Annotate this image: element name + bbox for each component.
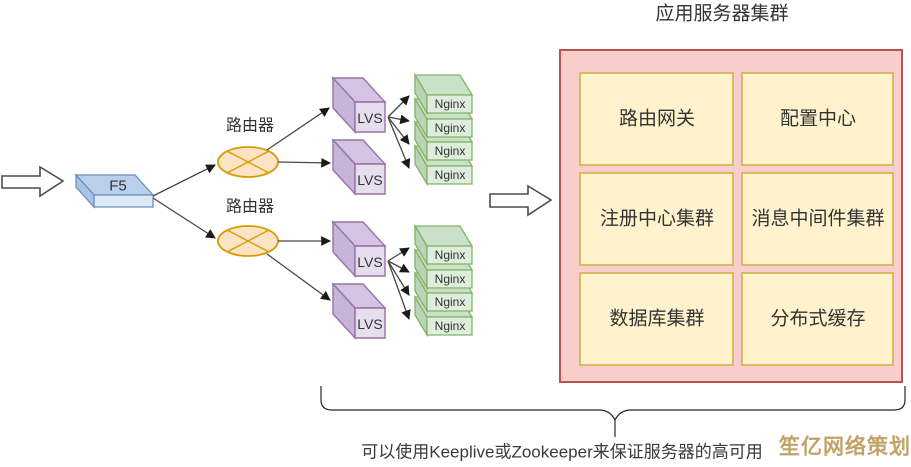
router1-cross: [226, 150, 270, 174]
nginx-label: Nginx: [435, 272, 466, 286]
nginx-label: Nginx: [435, 168, 466, 182]
cell-routing-gateway: [579, 72, 734, 166]
connector-f5-router1: [152, 164, 216, 197]
lvs-label: LVS: [357, 172, 382, 188]
connector-lvs1-nginx2: [387, 114, 410, 125]
nginx-label: Nginx: [435, 319, 466, 333]
connector-lvs3-nginx8: [387, 260, 411, 320]
cell-label-db-cluster: 数据库集群: [609, 308, 704, 330]
connector-f5-router2: [152, 197, 216, 239]
router2-label: 路由器: [226, 198, 274, 216]
connector-router2-lvs4: [266, 253, 331, 301]
app-cluster-title: 应用服务器集群: [655, 3, 788, 25]
connector-router1-lvs2: [277, 157, 331, 168]
cluster-flow-arrow: [489, 184, 553, 217]
connector-lvs3-nginx7: [387, 260, 410, 296]
inbound-flow-arrow: [1, 165, 65, 198]
f5-load-balancer-node: F5: [74, 173, 155, 209]
cell-distributed-cache: [741, 272, 894, 366]
cell-label-registry-cluster: 注册中心集群: [600, 208, 714, 230]
connector-lvs3-nginx6: [387, 260, 410, 273]
nginx-label: Nginx: [435, 144, 466, 158]
connector-lvs1-nginx4: [387, 116, 411, 169]
connector-router1-lvs1: [266, 107, 330, 151]
cell-label-mq-cluster: 消息中间件集群: [751, 208, 884, 230]
cell-label-routing-gateway: 路由网关: [619, 108, 695, 130]
watermark: 笙亿网络策划: [778, 435, 911, 459]
cell-registry-cluster: [579, 172, 734, 266]
nginx-label: Nginx: [435, 295, 466, 309]
router2-cross: [226, 229, 270, 253]
cell-label-distributed-cache: 分布式缓存: [770, 308, 865, 330]
f5-front-face: [93, 194, 154, 208]
connector-lvs1-nginx3: [387, 116, 410, 145]
cell-db-cluster: [579, 272, 734, 366]
cell-mq-cluster: [741, 172, 894, 266]
connector-lvs1-nginx1: [387, 95, 410, 118]
lvs-label: LVS: [357, 254, 382, 270]
router-node-2: 路由器: [217, 198, 279, 257]
nginx-label: Nginx: [435, 97, 466, 111]
lvs-label: LVS: [357, 316, 382, 332]
connector-lvs3-nginx5: [387, 247, 410, 262]
nginx-label: Nginx: [435, 248, 466, 262]
lvs-label: LVS: [357, 110, 382, 126]
nginx-label: Nginx: [435, 121, 466, 135]
brace-annotation: [320, 386, 906, 422]
cell-label-config-center: 配置中心: [780, 108, 856, 130]
router-node-1: 路由器: [217, 117, 279, 178]
brace-note: 可以使用Keeplive或Zookeeper来保证服务器的高可用: [361, 442, 762, 462]
router1-label: 路由器: [226, 117, 274, 135]
f5-label: F5: [109, 178, 127, 195]
cell-config-center: [741, 72, 894, 166]
